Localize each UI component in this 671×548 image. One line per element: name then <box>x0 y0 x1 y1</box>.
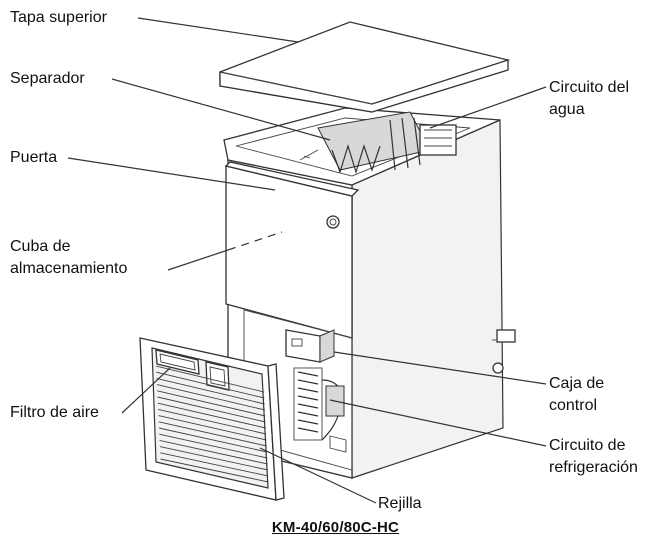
grille-slat <box>157 396 266 423</box>
grille-slat <box>158 427 268 453</box>
label-puerta: Puerta <box>10 149 58 166</box>
grille-slat <box>156 384 266 411</box>
label-cuba-line2: almacenamiento <box>10 260 128 277</box>
grille-slat <box>159 439 268 465</box>
grille-slat <box>156 377 265 405</box>
grille-slat <box>157 402 266 429</box>
grille-slat <box>159 433 268 459</box>
model-caption: KM-40/60/80C-HC <box>271 519 400 536</box>
label-circuito-refrigeracion-line1: Circuito de <box>549 437 626 454</box>
grille-slat <box>159 446 268 471</box>
grille-slat <box>158 421 267 447</box>
label-circuito-agua-line2: agua <box>549 101 585 118</box>
label-cuba-line1: Cuba de <box>10 238 71 255</box>
label-rejilla: Rejilla <box>378 495 422 512</box>
grille-slat <box>155 365 265 393</box>
grille-slat <box>160 458 269 483</box>
grille-slat <box>157 390 266 417</box>
label-caja-control-line1: Caja de <box>549 375 605 392</box>
grille-slat <box>158 415 267 441</box>
label-caja-control-line2: control <box>549 397 598 414</box>
label-circuito-refrigeracion-line2: refrigeración <box>549 459 638 476</box>
grille-slat <box>160 452 269 477</box>
label-tapa-superior: Tapa superior <box>10 9 107 26</box>
label-filtro-aire: Filtro de aire <box>10 404 99 421</box>
label-separador: Separador <box>10 70 85 87</box>
label-circuito-agua-line1: Circuito del <box>549 79 630 96</box>
grille-slat <box>158 408 267 435</box>
grille-slat <box>156 371 265 399</box>
